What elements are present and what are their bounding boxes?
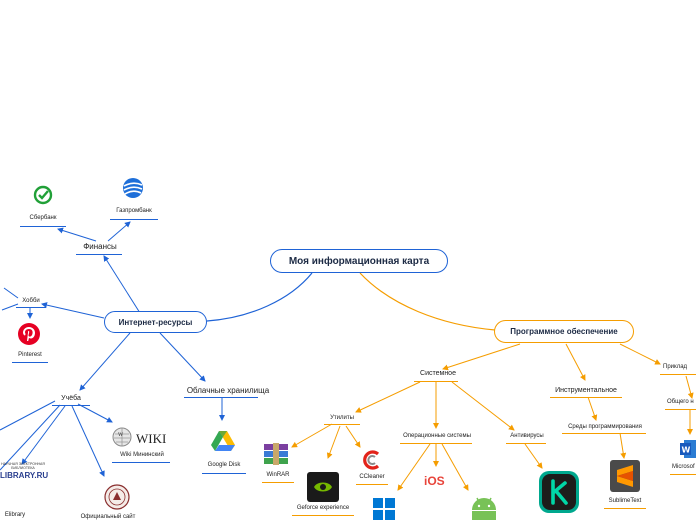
wiki-logo: W WIKI bbox=[112, 427, 170, 449]
hobby-node[interactable]: Хобби bbox=[18, 298, 44, 304]
elibrary-label: Elibrary bbox=[4, 512, 26, 518]
university-emblem-icon bbox=[104, 484, 130, 510]
winrar-underline bbox=[262, 482, 294, 483]
wiki-wordmark: WIKI bbox=[136, 431, 167, 446]
general-purpose-underline bbox=[665, 409, 696, 410]
applied-underline bbox=[660, 374, 696, 375]
gazprombank-icon bbox=[123, 178, 143, 198]
software-title: Программное обеспечение bbox=[510, 327, 618, 336]
wiki-label: Wiki Мининский bbox=[120, 452, 164, 458]
ios-logo-text: iOS bbox=[424, 474, 445, 488]
google-drive-icon bbox=[211, 431, 235, 451]
applied-node[interactable]: Приклад bbox=[663, 364, 696, 370]
sberbank-label: Сбербанк bbox=[29, 215, 57, 221]
study-underline bbox=[52, 405, 90, 406]
svg-text:W: W bbox=[118, 432, 124, 438]
root-node[interactable]: Моя информационная карта bbox=[270, 249, 448, 273]
ide-label: Среды программирования bbox=[568, 424, 642, 430]
elibrary-logo: НАУЧНАЯ ЭЛЕКТРОННАЯ БИБЛИОТЕКА LIBRARY.R… bbox=[0, 462, 50, 480]
ide-node[interactable]: Среды программирования bbox=[562, 424, 648, 430]
geforce-experience-icon bbox=[307, 472, 339, 502]
utilities-underline bbox=[324, 424, 360, 425]
word-icon: W bbox=[680, 440, 696, 458]
study-node[interactable]: Учёба bbox=[55, 395, 87, 402]
ccleaner-underline bbox=[356, 484, 388, 485]
windows-icon bbox=[373, 498, 395, 520]
gazprombank-label: Газпромбанк bbox=[116, 208, 152, 214]
ms-office-underline bbox=[670, 474, 696, 475]
wikipedia-globe-icon: W bbox=[112, 427, 132, 447]
os-underline bbox=[400, 443, 472, 444]
ccleaner-label: CCleaner bbox=[359, 474, 385, 480]
general-purpose-label: Общего н bbox=[667, 399, 694, 405]
antivirus-underline bbox=[506, 443, 546, 444]
pinterest-label: Pinterest bbox=[18, 352, 42, 358]
os-label: Операционные системы bbox=[403, 433, 471, 439]
general-purpose-node[interactable]: Общего н bbox=[667, 399, 696, 405]
internet-resources-title: Интернет-ресурсы bbox=[118, 317, 193, 327]
root-title: Моя информационная карта bbox=[288, 255, 430, 267]
os-node[interactable]: Операционные системы bbox=[400, 433, 474, 439]
software-node[interactable]: Программное обеспечение bbox=[494, 320, 634, 343]
winrar-label: WinRAR bbox=[266, 472, 290, 478]
cloud-storage-label: Облачные хранилища bbox=[186, 386, 270, 395]
sublime-underline bbox=[604, 508, 646, 509]
ide-underline bbox=[562, 433, 646, 434]
android-icon bbox=[472, 497, 496, 520]
sberbank-icon bbox=[33, 185, 53, 205]
antivirus-label: Антивирусы bbox=[510, 433, 544, 439]
finance-underline bbox=[76, 254, 122, 255]
finance-label: Финансы bbox=[83, 242, 117, 251]
elibrary-logo-small: НАУЧНАЯ ЭЛЕКТРОННАЯ БИБЛИОТЕКА bbox=[1, 462, 45, 470]
instrumental-label: Инструментальное bbox=[555, 387, 617, 394]
pinterest-underline bbox=[12, 362, 48, 363]
google-disk-underline bbox=[202, 473, 246, 474]
utilities-label: Утилиты bbox=[330, 415, 354, 421]
wiki-underline bbox=[112, 462, 170, 463]
antivirus-node[interactable]: Антивирусы bbox=[505, 433, 549, 439]
kaspersky-icon bbox=[539, 471, 579, 513]
hobby-underline bbox=[16, 307, 46, 308]
ms-office-text: Microsof bbox=[672, 464, 695, 470]
geforce-underline bbox=[292, 515, 354, 516]
applied-label: Приклад bbox=[663, 364, 688, 370]
winrar-icon bbox=[264, 443, 288, 465]
cloud-storage-node[interactable]: Облачные хранилища bbox=[185, 386, 271, 395]
sublime-label: SublimeText bbox=[608, 498, 642, 504]
cloud-storage-underline bbox=[184, 397, 258, 398]
ms-office-label: Microsof bbox=[672, 464, 696, 470]
system-node[interactable]: Системное bbox=[410, 370, 466, 377]
instrumental-underline bbox=[550, 397, 622, 398]
ccleaner-icon bbox=[363, 450, 380, 470]
system-underline bbox=[414, 381, 458, 382]
elibrary-logo-big: LIBRARY.RU bbox=[0, 471, 49, 480]
official-site-label: Официальный сайт bbox=[80, 514, 136, 520]
hobby-label: Хобби bbox=[22, 298, 40, 304]
utilities-node[interactable]: Утилиты bbox=[322, 415, 362, 421]
ios-logo: iOS bbox=[424, 474, 445, 488]
pinterest-icon bbox=[18, 323, 40, 345]
sublime-text-icon bbox=[610, 460, 640, 492]
study-label: Учёба bbox=[61, 395, 81, 402]
internet-resources-node[interactable]: Интернет-ресурсы bbox=[104, 311, 207, 333]
gazprombank-underline bbox=[110, 219, 158, 220]
instrumental-node[interactable]: Инструментальное bbox=[548, 387, 624, 394]
geforce-label: Geforce experience bbox=[296, 505, 350, 511]
google-disk-label: Google Disk bbox=[207, 462, 241, 468]
sberbank-underline bbox=[20, 226, 66, 227]
system-label: Системное bbox=[420, 370, 456, 377]
finance-node[interactable]: Финансы bbox=[75, 242, 125, 251]
svg-text:W: W bbox=[682, 446, 691, 455]
